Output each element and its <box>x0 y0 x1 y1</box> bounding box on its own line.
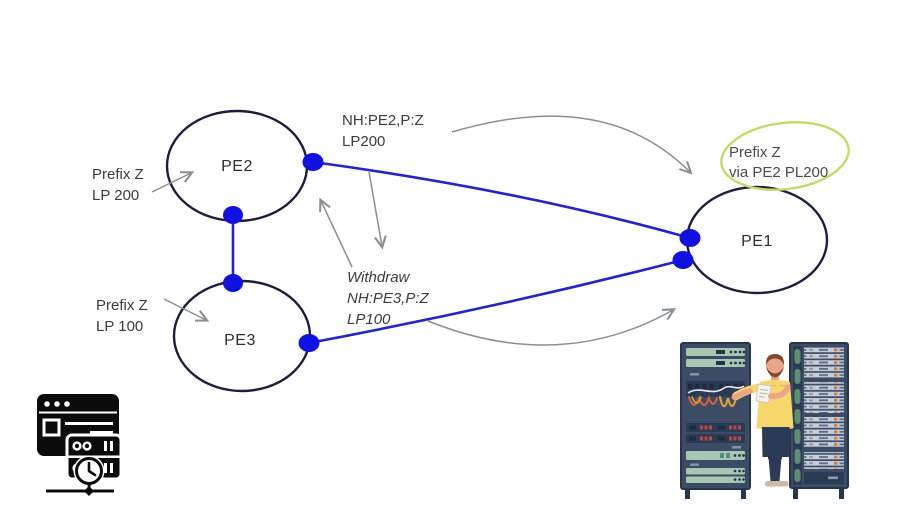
links <box>231 160 691 345</box>
advertise-curved-arrow <box>451 115 693 175</box>
network-line <box>46 483 114 496</box>
pe1-node-label: PE1 <box>741 233 773 250</box>
pe3-node-label: PE3 <box>224 332 256 349</box>
network-server-clock-icon <box>37 394 123 496</box>
pe2-pe1-link <box>312 160 691 240</box>
left-server-rack <box>680 342 751 499</box>
withdraw-label: Withdraw NH:PE3,P:Z LP100 <box>347 267 429 330</box>
engineer-person <box>731 354 794 487</box>
withdraw-line3: LP100 <box>347 311 391 328</box>
pe3-prefix-label: Prefix Z LP 100 <box>96 295 148 337</box>
pe2-bottom-port-dot <box>223 206 243 224</box>
withdraw-arrow-from-link <box>368 171 387 250</box>
pe1-upper-port-dot <box>679 229 701 247</box>
pe3-prefix-line2: LP 100 <box>96 318 144 335</box>
withdraw-curved-arrow-to-pe1 <box>427 308 677 346</box>
withdraw-line2: NH:PE3,P:Z <box>347 290 429 307</box>
advertisement-label: NH:PE2,P:Z LP200 <box>342 110 424 152</box>
rack-server-bars-bottom <box>686 451 745 483</box>
pe3-prefix-line1: Prefix Z <box>96 297 148 314</box>
pe2-prefix-line1: Prefix Z <box>92 166 144 183</box>
rack-cables <box>687 394 738 408</box>
withdraw-arrow-to-pe2 <box>319 197 353 268</box>
clock-icon <box>73 455 105 487</box>
rack-server-bars-top <box>686 348 746 367</box>
pe1-lower-port-dot <box>672 251 694 269</box>
right-server-rack <box>789 342 849 499</box>
pe1-route-highlight-ellipse <box>720 121 850 191</box>
pe2-node-label: PE2 <box>221 158 253 175</box>
engineer-server-racks-illustration <box>680 342 849 499</box>
pe2-prefix-line2: LP 200 <box>92 187 140 204</box>
annotation-arrows <box>151 115 693 346</box>
rack-patch-panel <box>686 381 745 397</box>
withdraw-line1: Withdraw <box>347 269 410 286</box>
pe3-pe1-link <box>308 258 684 345</box>
rack-module-rows <box>686 423 745 443</box>
pe1-route-line1: Prefix Z <box>729 144 781 161</box>
tablet <box>755 383 772 404</box>
rack-vent-slats <box>794 349 801 482</box>
rack-slat-column <box>804 347 844 484</box>
pe1-route-line2: via PE2 PL200 <box>729 164 829 181</box>
pe2-prefix-arrow <box>151 171 195 193</box>
pe3-top-port-dot <box>223 274 243 292</box>
pe3-right-port-dot <box>298 334 320 352</box>
pe2-prefix-label: Prefix Z LP 200 <box>92 164 144 206</box>
pe3-prefix-arrow <box>163 298 210 322</box>
advertisement-line1: NH:PE2,P:Z <box>342 112 424 129</box>
advertisement-line2: LP200 <box>342 133 386 150</box>
pe2-right-port-dot <box>302 153 324 171</box>
pe1-route-label: Prefix Z via PE2 PL200 <box>729 143 828 183</box>
port-dots <box>223 153 701 352</box>
